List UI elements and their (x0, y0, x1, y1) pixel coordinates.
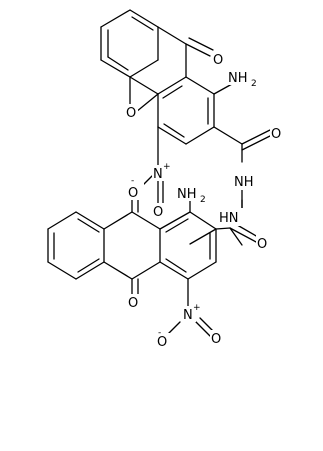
bottom-nitro-nitrogen: N (183, 308, 193, 323)
top-anthraquinone-bonds (100, 9, 271, 216)
top-nitro-nitrogen: N (153, 167, 163, 182)
top-quinone-oxygen-left: O (126, 106, 136, 121)
bottom-quinone-oxygen-top: O (128, 186, 138, 201)
bottom-amino-label: NH (177, 187, 197, 202)
top-quinone-oxygen-right: O (213, 53, 223, 68)
bottom-nitro-oxygen-charge: - (158, 328, 161, 338)
bottom-amino-subscript: 2 (200, 195, 206, 205)
top-nitro-oxygen: O (153, 205, 163, 220)
bottom-anthraquinone-bonds (47, 195, 259, 337)
top-amino-subscript: 2 (251, 79, 257, 89)
top-amide-oxygen: O (271, 127, 281, 142)
top-nitro-oxygen-charge: - (131, 176, 134, 186)
bottom-quinone-oxygen-bottom: O (128, 296, 138, 311)
top-amino-label: NH (228, 71, 248, 86)
hydrazide-nh-upper: NH (234, 175, 254, 190)
bottom-amide-oxygen: O (257, 237, 267, 252)
bottom-nitro-oxygen: O (211, 332, 221, 347)
top-nitro-nitrogen-charge: + (163, 162, 171, 172)
bottom-nitro-oxygen-minus: O (157, 335, 167, 350)
bottom-nitro-nitrogen-charge: + (193, 303, 201, 313)
hydrazide-nh-lower: HN (219, 211, 239, 226)
